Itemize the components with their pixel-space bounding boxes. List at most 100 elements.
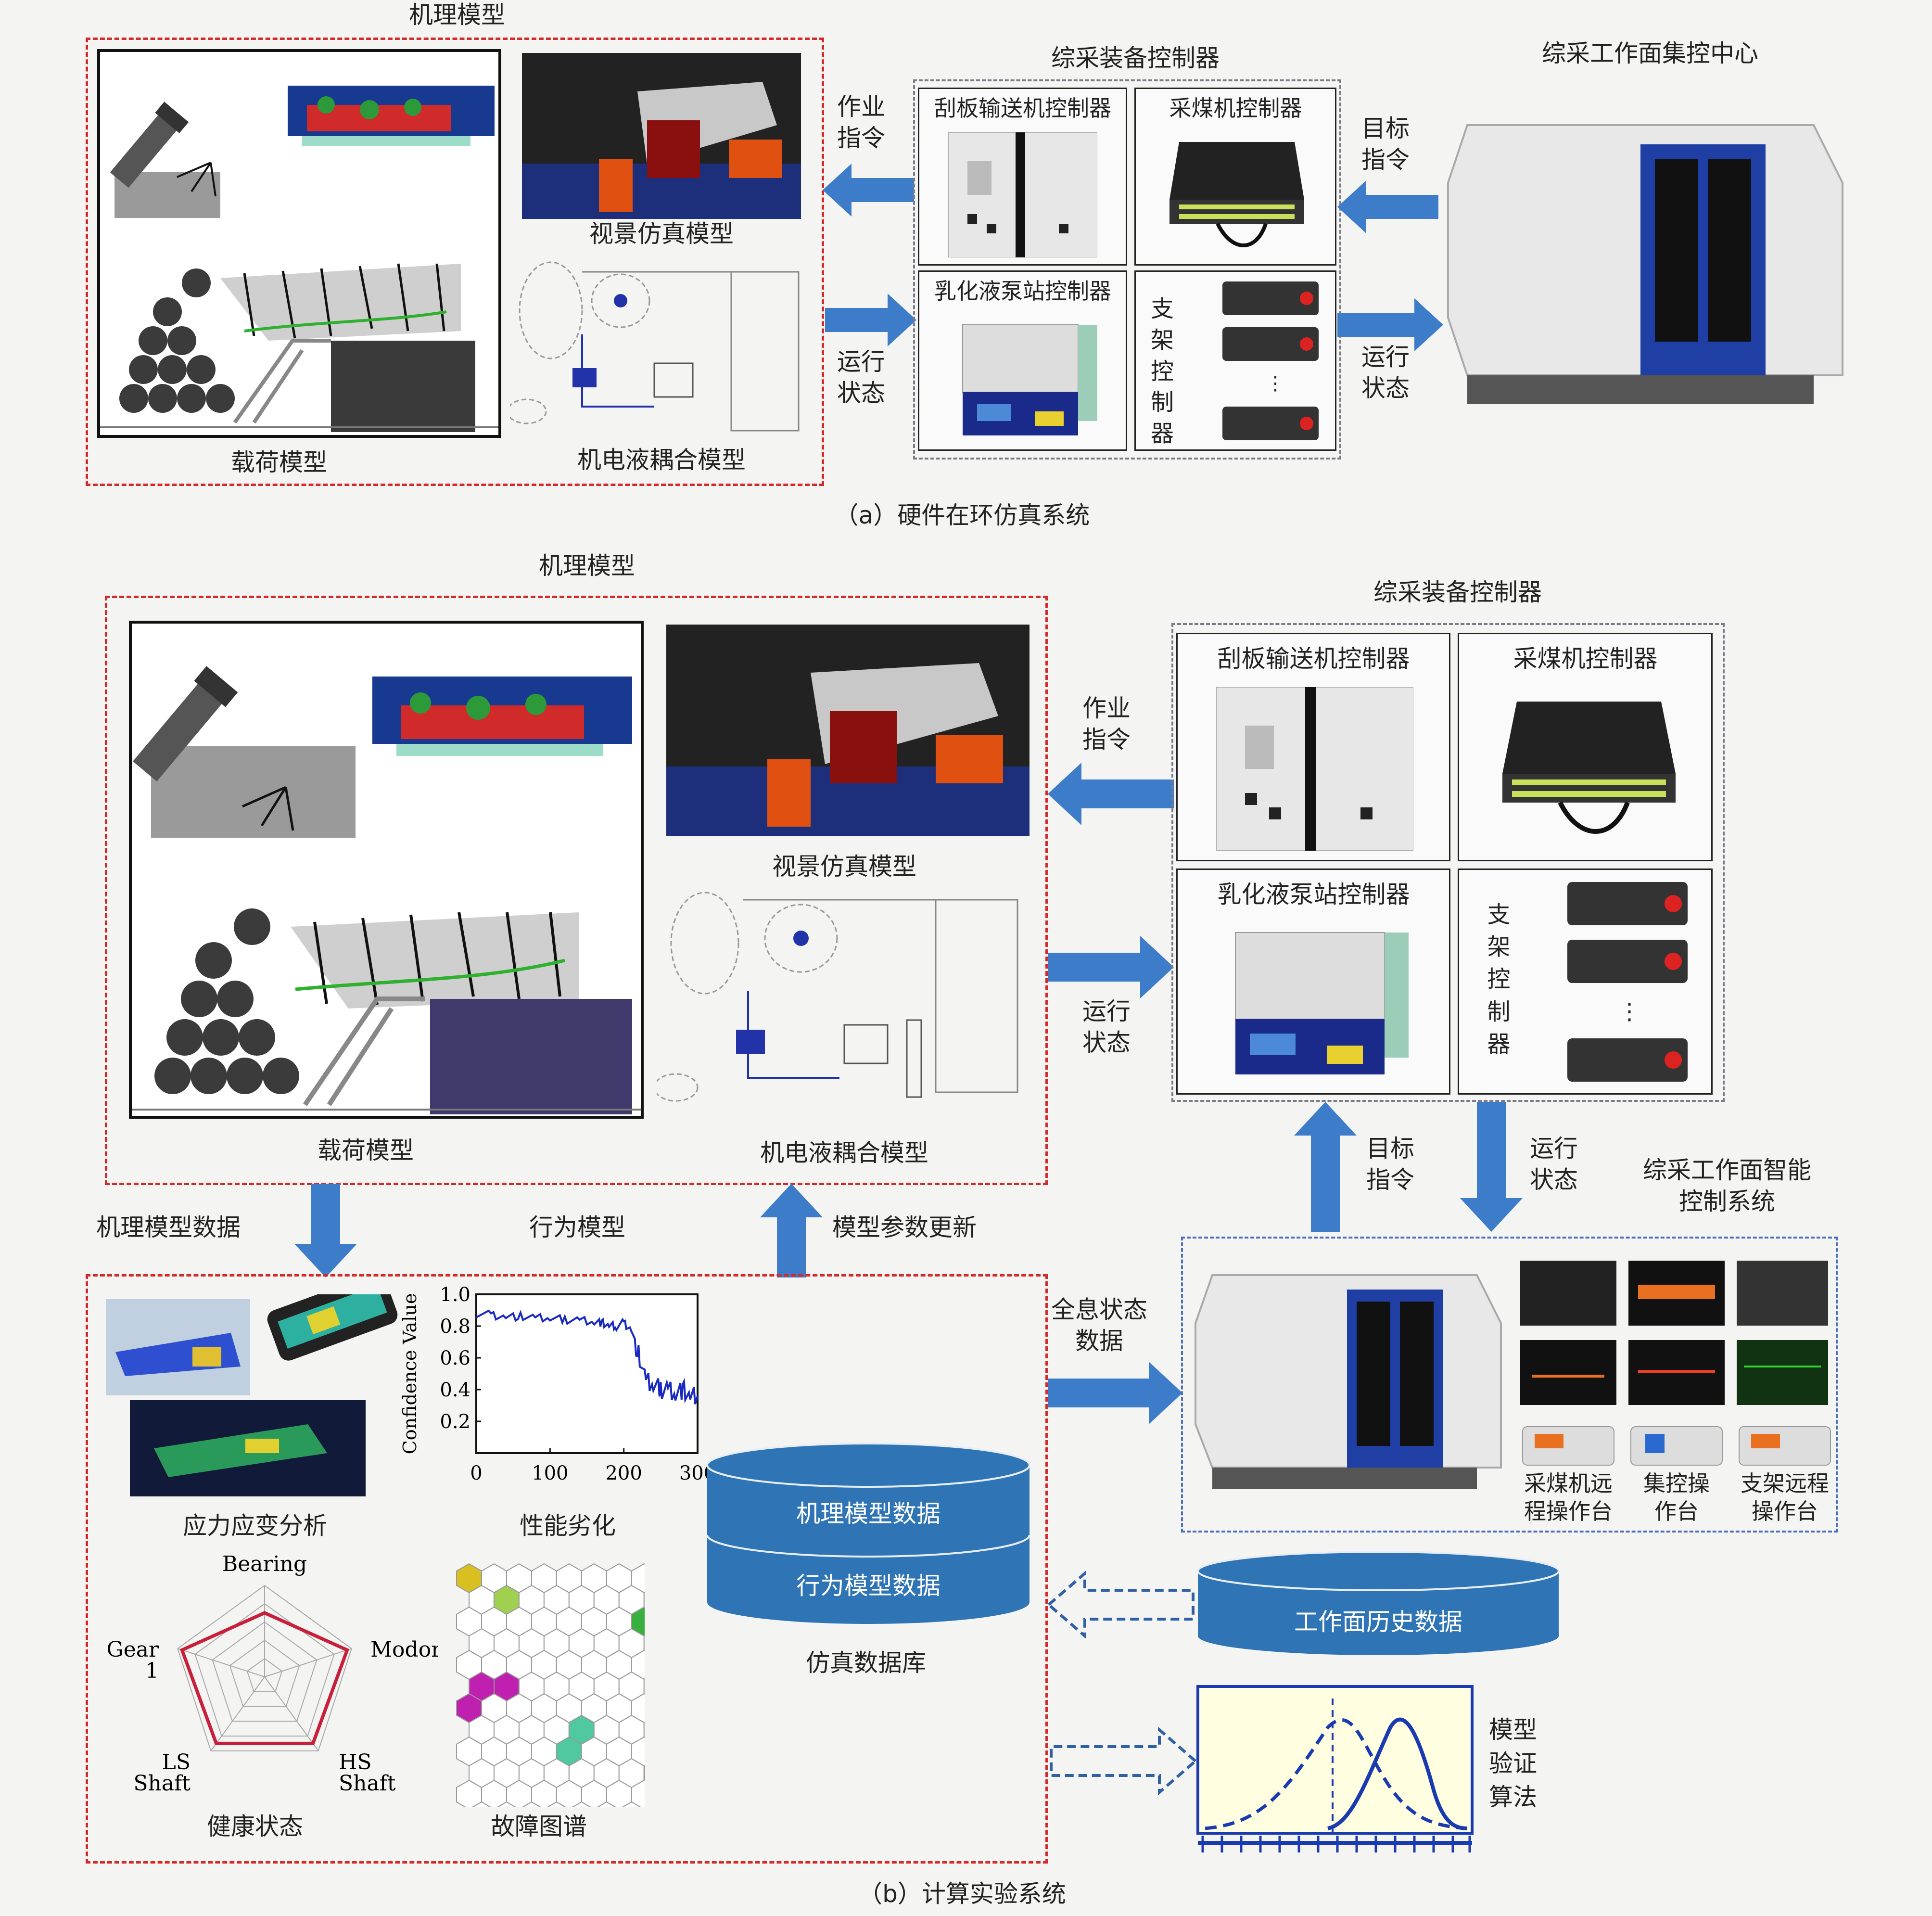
load-model-label-a: 载荷模型: [231, 448, 327, 476]
target-cmd-arrow-a: [1337, 180, 1438, 233]
history-db-label: 工作面历史数据: [1294, 1608, 1462, 1636]
radar-spoke: [177, 1648, 265, 1677]
pump-ctrl-box-a: 乳化液泵站控制器: [918, 270, 1127, 451]
target-cmd-arrow-b: [1294, 1102, 1357, 1232]
verify-to-algo-arrow: [1050, 1727, 1198, 1795]
fault-map-hexgrid: [456, 1563, 645, 1807]
emh-label-a: 机电液耦合模型: [577, 446, 746, 474]
mech-model-frame-b: [105, 596, 1048, 1185]
x-tick-label: 100: [532, 1462, 568, 1484]
support-ctrl-box-a: 支架控制器 ⋮: [1134, 270, 1336, 451]
x-tick-label: 200: [605, 1462, 642, 1484]
support-remote-label: 支架远程操作台: [1741, 1470, 1829, 1524]
controllers-frame-b: [1171, 623, 1725, 1102]
run-state-label-a: 运行状态: [837, 348, 885, 407]
fault-hex-cell: [522, 1801, 541, 1807]
verify-algo-plot: [1196, 1685, 1474, 1852]
radar-spoke: [264, 1676, 319, 1751]
consoles-b: [1520, 1417, 1833, 1470]
radar-series: [179, 1611, 350, 1745]
behavior-model-title-b: 行为模型: [529, 1213, 625, 1241]
param-update-arrow-b: [760, 1184, 823, 1277]
radar-spoke: [264, 1648, 352, 1677]
visual-sim-label-a: 视景仿真模型: [589, 220, 734, 248]
radar-axis-label: 1: [145, 1659, 159, 1683]
visual-sim-image-b: [666, 625, 1030, 836]
op-cmd-arrow-a: [823, 164, 914, 217]
radar-grid-ring: [246, 1658, 283, 1692]
radar-axis-label: Shaft: [133, 1771, 191, 1796]
load-model-illustration-a: [100, 86, 498, 432]
db-row1: 机理模型数据: [796, 1500, 941, 1528]
control-center-cabinet-b: [1195, 1274, 1502, 1489]
support-ctrl-label-b: 支架控制器: [1487, 901, 1511, 1058]
fault-hex-cell: [622, 1801, 641, 1807]
mech-data-label-b: 机理模型数据: [96, 1213, 241, 1241]
emh-diagram-a: [507, 253, 808, 450]
fault-hex-cell: [497, 1801, 516, 1807]
fault-hex-cell: [643, 1678, 645, 1695]
central-console-label: 集控操作台: [1643, 1470, 1710, 1524]
health-label: 健康状态: [207, 1813, 303, 1840]
radar-axis-label: Modor: [370, 1637, 438, 1662]
fault-hex-cell: [472, 1801, 491, 1807]
stress-analysis-images: [106, 1294, 398, 1496]
run-state-arrow-a2: [1337, 298, 1443, 351]
shearer-ctrl-label-b: 采煤机控制器: [1513, 645, 1658, 673]
mech-model-frame-a: [86, 38, 824, 486]
y-tick-label: 1.0: [440, 1285, 470, 1306]
svg-text:⋮: ⋮: [1266, 372, 1285, 395]
mech-data-arrow-b: [294, 1184, 357, 1277]
radar-spoke: [210, 1676, 265, 1751]
radar-axis-label: Gear: [107, 1637, 159, 1662]
db-row2: 行为模型数据: [796, 1572, 941, 1600]
fault-hex-cell: [643, 1722, 645, 1738]
holo-data-label: 全息状态数据: [1051, 1296, 1147, 1355]
x-tick-label: 0: [470, 1462, 482, 1484]
mech-model-title-a: 机理模型: [409, 1, 505, 29]
scraper-ctrl-label-a: 刮板输送机控制器: [934, 95, 1111, 121]
monitor-grid-b: [1518, 1256, 1830, 1415]
radar-axis-label: LS: [162, 1750, 191, 1775]
fault-map-label: 故障图谱: [491, 1813, 587, 1840]
radar-axis-label: Bearing: [222, 1552, 307, 1576]
y-tick-label: 0.6: [440, 1347, 470, 1369]
fault-hex-cell: [572, 1801, 591, 1807]
radar-grid-ring: [212, 1621, 318, 1722]
mech-model-title-b: 机理模型: [539, 552, 635, 580]
scraper-ctrl-label-b: 刮板输送机控制器: [1217, 645, 1410, 673]
sim-db-cylinder: [706, 1443, 1030, 1624]
fault-hex-cell: [631, 1779, 645, 1807]
controllers-title-b: 综采装备控制器: [1373, 578, 1542, 606]
scraper-ctrl-box-a: 刮板输送机控制器: [918, 88, 1127, 266]
op-cmd-label-a: 作业指令: [837, 93, 885, 152]
radar-axis-label: Shaft: [339, 1771, 396, 1796]
emh-label-b: 机电液耦合模型: [760, 1139, 928, 1167]
fault-hex-cell: [597, 1801, 616, 1807]
caption-b: （b）计算实验系统: [858, 1880, 1066, 1908]
pump-ctrl-box-b: 乳化液泵站控制器: [1176, 869, 1450, 1095]
svg-text:⋮: ⋮: [1618, 998, 1641, 1025]
stress-label: 应力应变分析: [183, 1512, 327, 1540]
run-state-label-b2: 运行状态: [1530, 1135, 1578, 1194]
y-tick-label: 0.2: [440, 1411, 470, 1433]
degradation-label: 性能劣化: [520, 1512, 616, 1540]
radar-grid-ring: [177, 1584, 352, 1751]
plot-frame: [475, 1293, 699, 1454]
emh-diagram-b: [653, 885, 1032, 1126]
fault-hex-cell: [547, 1801, 566, 1807]
intel-sys-frame-b: [1181, 1237, 1838, 1533]
history-db-cylinder: [1197, 1551, 1560, 1655]
visual-sim-label-b: 视景仿真模型: [772, 853, 916, 881]
verify-algo-label: 模型验证算法: [1489, 1716, 1537, 1811]
fault-hex-cell: [643, 1592, 645, 1608]
center-title-a: 综采工作面集控中心: [1542, 39, 1758, 67]
y-axis-label: Confidence Value: [399, 1293, 420, 1455]
shearer-ctrl-label-a: 采煤机控制器: [1169, 95, 1302, 121]
pump-ctrl-label-b: 乳化液泵站控制器: [1217, 881, 1410, 908]
y-tick-label: 0.8: [440, 1316, 470, 1338]
scraper-ctrl-box-b: 刮板输送机控制器: [1176, 633, 1450, 861]
run-state-arrow-a: [825, 294, 916, 346]
target-cmd-label-a: 目标指令: [1361, 115, 1410, 174]
